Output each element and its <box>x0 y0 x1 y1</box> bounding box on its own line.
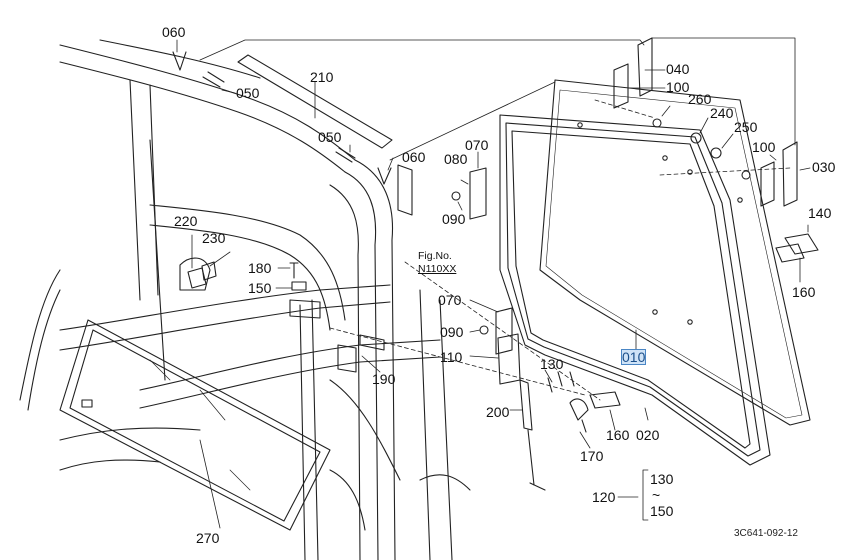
callout-120-range-start[interactable]: 130 <box>650 471 674 487</box>
callout-120-range-end[interactable]: 150 <box>650 503 674 519</box>
callout-010[interactable]: 010 <box>620 349 647 365</box>
callout-090[interactable]: 090 <box>442 211 466 227</box>
callout-120[interactable]: 120 <box>592 489 616 505</box>
callout-120-range-tilde: ~ <box>652 487 661 503</box>
callout-070-b[interactable]: 070 <box>438 292 462 308</box>
callout-060[interactable]: 060 <box>162 24 186 40</box>
callout-100-b[interactable]: 100 <box>752 139 776 155</box>
callout-060-b[interactable]: 060 <box>402 149 426 165</box>
callout-180[interactable]: 180 <box>248 260 272 276</box>
document-number: 3C641-092-12 <box>734 528 798 539</box>
callout-160-b[interactable]: 160 <box>606 427 630 443</box>
callout-080[interactable]: 080 <box>444 151 468 167</box>
callout-240[interactable]: 240 <box>710 105 734 121</box>
glass-panel-010 <box>539 79 811 426</box>
figure-number-code[interactable]: N110XX <box>418 263 457 276</box>
callout-210[interactable]: 210 <box>310 69 334 85</box>
callout-270[interactable]: 270 <box>196 530 220 546</box>
callout-130[interactable]: 130 <box>540 356 564 372</box>
callout-030[interactable]: 030 <box>812 159 836 175</box>
rear-window-270 <box>59 319 331 531</box>
callout-220[interactable]: 220 <box>174 213 198 229</box>
figure-number-label: Fig.No. <box>418 250 452 262</box>
callout-250[interactable]: 250 <box>734 119 758 135</box>
callout-040[interactable]: 040 <box>666 61 690 77</box>
callout-020[interactable]: 020 <box>636 427 660 443</box>
callout-140[interactable]: 140 <box>808 205 832 221</box>
callout-150[interactable]: 150 <box>248 280 272 296</box>
figure-number: Fig.No. N110XX <box>418 250 456 276</box>
callout-100[interactable]: 100 <box>666 79 690 95</box>
callout-230[interactable]: 230 <box>202 230 226 246</box>
leader-lines <box>176 37 811 529</box>
callout-090-b[interactable]: 090 <box>440 324 464 340</box>
callout-160[interactable]: 160 <box>792 284 816 300</box>
callout-190[interactable]: 190 <box>372 371 396 387</box>
callout-070[interactable]: 070 <box>465 137 489 153</box>
callout-200[interactable]: 200 <box>486 404 510 420</box>
seal-020 <box>499 114 771 466</box>
callout-170[interactable]: 170 <box>580 448 604 464</box>
callout-050[interactable]: 050 <box>236 85 260 101</box>
callout-260[interactable]: 260 <box>688 91 712 107</box>
callout-050-b[interactable]: 050 <box>318 129 342 145</box>
cab-frame <box>19 39 471 560</box>
callout-110[interactable]: 110 <box>440 349 463 365</box>
hardware <box>172 37 819 491</box>
